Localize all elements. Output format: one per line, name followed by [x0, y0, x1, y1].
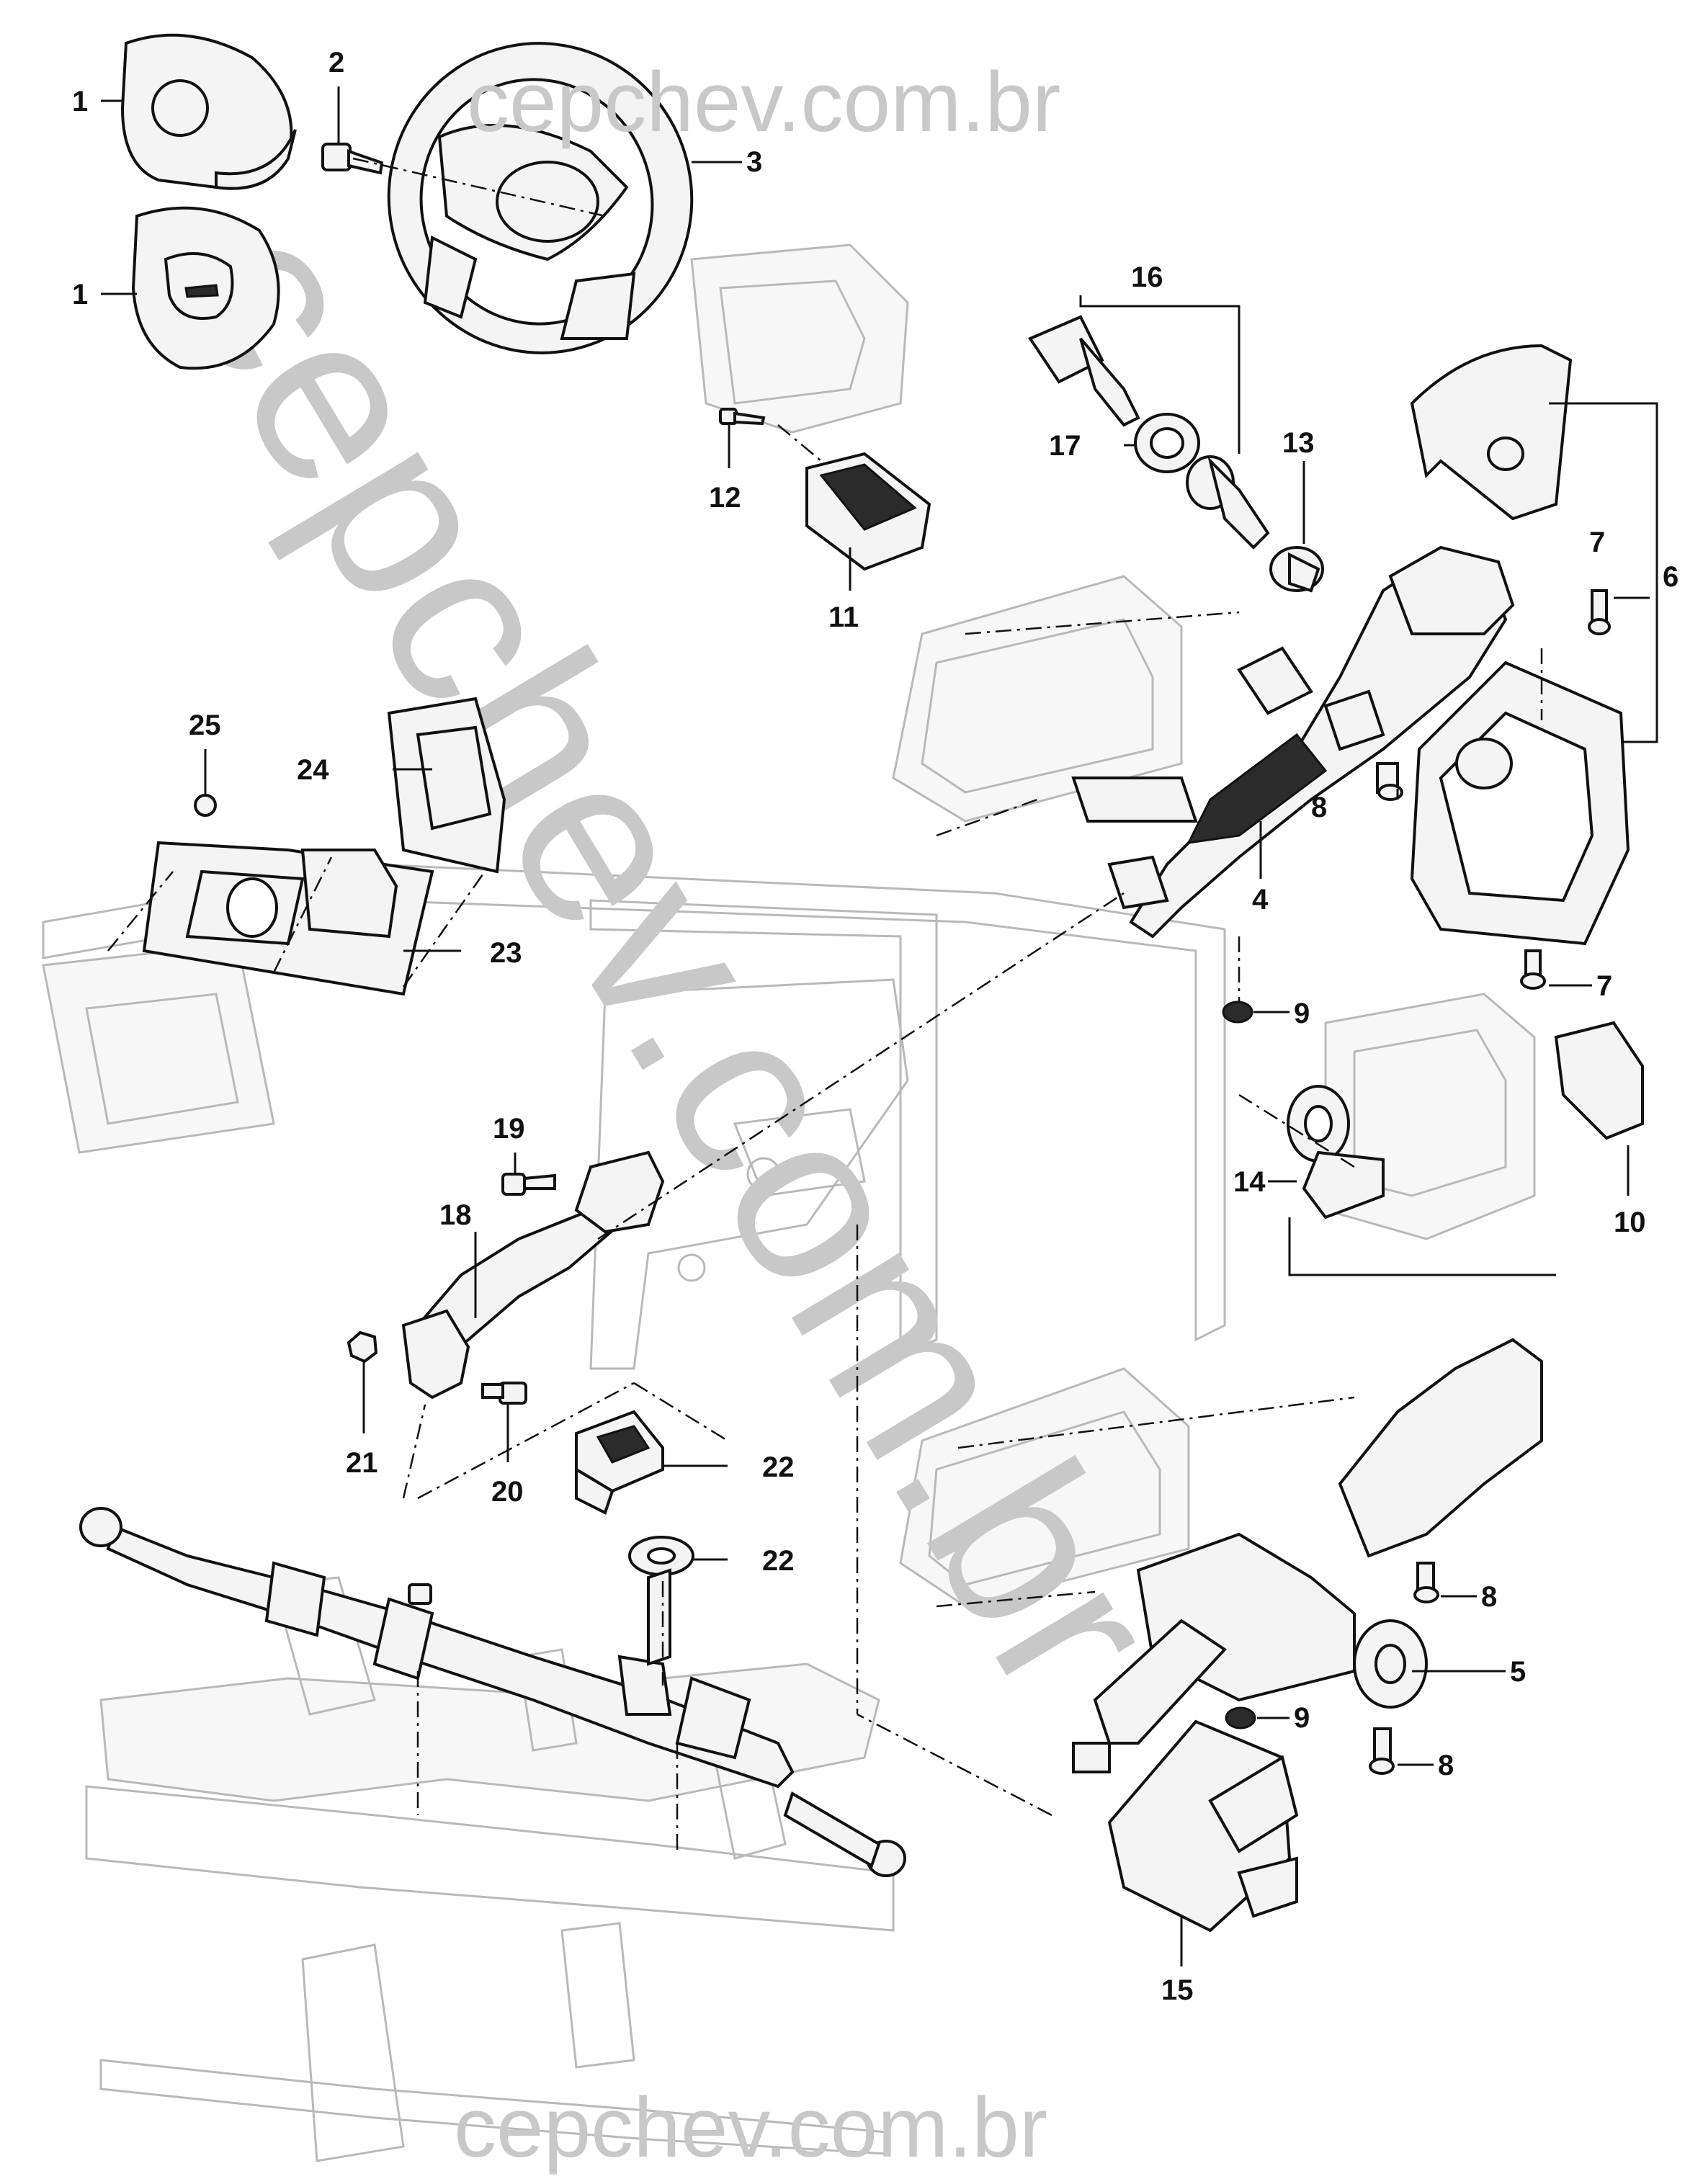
- callout-4: 4: [1252, 884, 1269, 916]
- callout-1a: 1: [72, 86, 88, 117]
- column-nut-upper: [1222, 1001, 1253, 1024]
- steering-rack: [79, 1507, 906, 1877]
- callout-17: 17: [1049, 430, 1081, 462]
- callout-8a: 8: [1311, 792, 1327, 823]
- shaft-bolt-lower: [481, 1382, 527, 1405]
- watermark-top: cepchev.com.br: [467, 55, 1060, 150]
- callout-20: 20: [491, 1476, 524, 1508]
- dash-seal-lower: [628, 1536, 694, 1576]
- intermediate-shaft: [401, 1150, 665, 1400]
- callout-12: 12: [709, 482, 741, 514]
- shroud-screw-lower: [1520, 949, 1546, 990]
- shaft-nut: [347, 1330, 378, 1364]
- callout-labels: 1 1 2 3 4 5 6 7 7 8 8 8 9 9 10 11 12 13 …: [72, 47, 1679, 2006]
- callout-10: 10: [1614, 1207, 1646, 1238]
- callout-25: 25: [189, 710, 221, 741]
- column-screw-b: [1413, 1562, 1439, 1603]
- lower-column-shroud: [1410, 661, 1630, 946]
- callout-23: 23: [490, 937, 522, 969]
- column-cover-panel: [142, 841, 434, 996]
- trim-cover: [387, 697, 506, 874]
- steering-wheel: [387, 42, 694, 354]
- callout-22a: 22: [762, 1451, 795, 1483]
- power-steering-module: [1107, 1719, 1299, 1933]
- callout-13: 13: [1282, 427, 1315, 459]
- steering-column: [1071, 545, 1515, 939]
- column-screw-c: [1369, 1727, 1395, 1775]
- watermark-bottom: cepchev.com.br: [454, 2080, 1047, 2175]
- panel-clip: [194, 794, 217, 817]
- upper-column-shroud: [1410, 344, 1573, 521]
- dash-seal-upper: [575, 1410, 664, 1515]
- ignition-switch: [1269, 546, 1324, 593]
- column-nut-lower: [1225, 1706, 1256, 1729]
- wheel-bolt: [321, 143, 384, 175]
- callout-7a: 7: [1589, 527, 1605, 558]
- shaft-bolt-upper: [501, 1173, 556, 1196]
- ignition-key: [1028, 315, 1140, 427]
- column-bezel: [805, 452, 931, 571]
- bezel-screw: [719, 408, 766, 426]
- callout-2: 2: [328, 47, 344, 79]
- airbag-module-bottom: [131, 206, 280, 370]
- callout-8b: 8: [1481, 1581, 1497, 1613]
- callout-14: 14: [1233, 1166, 1266, 1198]
- callout-7b: 7: [1596, 970, 1612, 1002]
- assembly-lines: [107, 157, 1543, 1851]
- lock-ring: [1134, 413, 1200, 473]
- lock-cylinder: [1186, 455, 1270, 550]
- callout-15: 15: [1161, 1974, 1194, 2006]
- column-bracket: [1287, 1085, 1385, 1219]
- callout-22b: 22: [762, 1545, 795, 1577]
- electric-power-column: [1072, 1338, 1543, 1773]
- callout-6: 6: [1663, 561, 1679, 593]
- callout-24: 24: [297, 754, 329, 786]
- callout-9b: 9: [1294, 1702, 1310, 1734]
- callout-21: 21: [346, 1447, 378, 1479]
- airbag-module-top: [120, 33, 297, 190]
- callout-9a: 9: [1294, 998, 1310, 1029]
- shroud-screw-upper: [1588, 589, 1611, 635]
- callout-11: 11: [828, 601, 859, 633]
- callout-3: 3: [746, 146, 762, 178]
- harness-clip: [1554, 1021, 1644, 1140]
- callout-19: 19: [493, 1113, 525, 1145]
- callout-5: 5: [1510, 1656, 1526, 1688]
- parts: [79, 33, 1644, 1933]
- callout-8c: 8: [1438, 1750, 1454, 1781]
- ghost-background: [42, 243, 1536, 2162]
- callout-16: 16: [1131, 261, 1163, 293]
- callout-18: 18: [439, 1199, 472, 1231]
- leader-lines: [101, 86, 1658, 1966]
- callout-1b: 1: [72, 279, 88, 310]
